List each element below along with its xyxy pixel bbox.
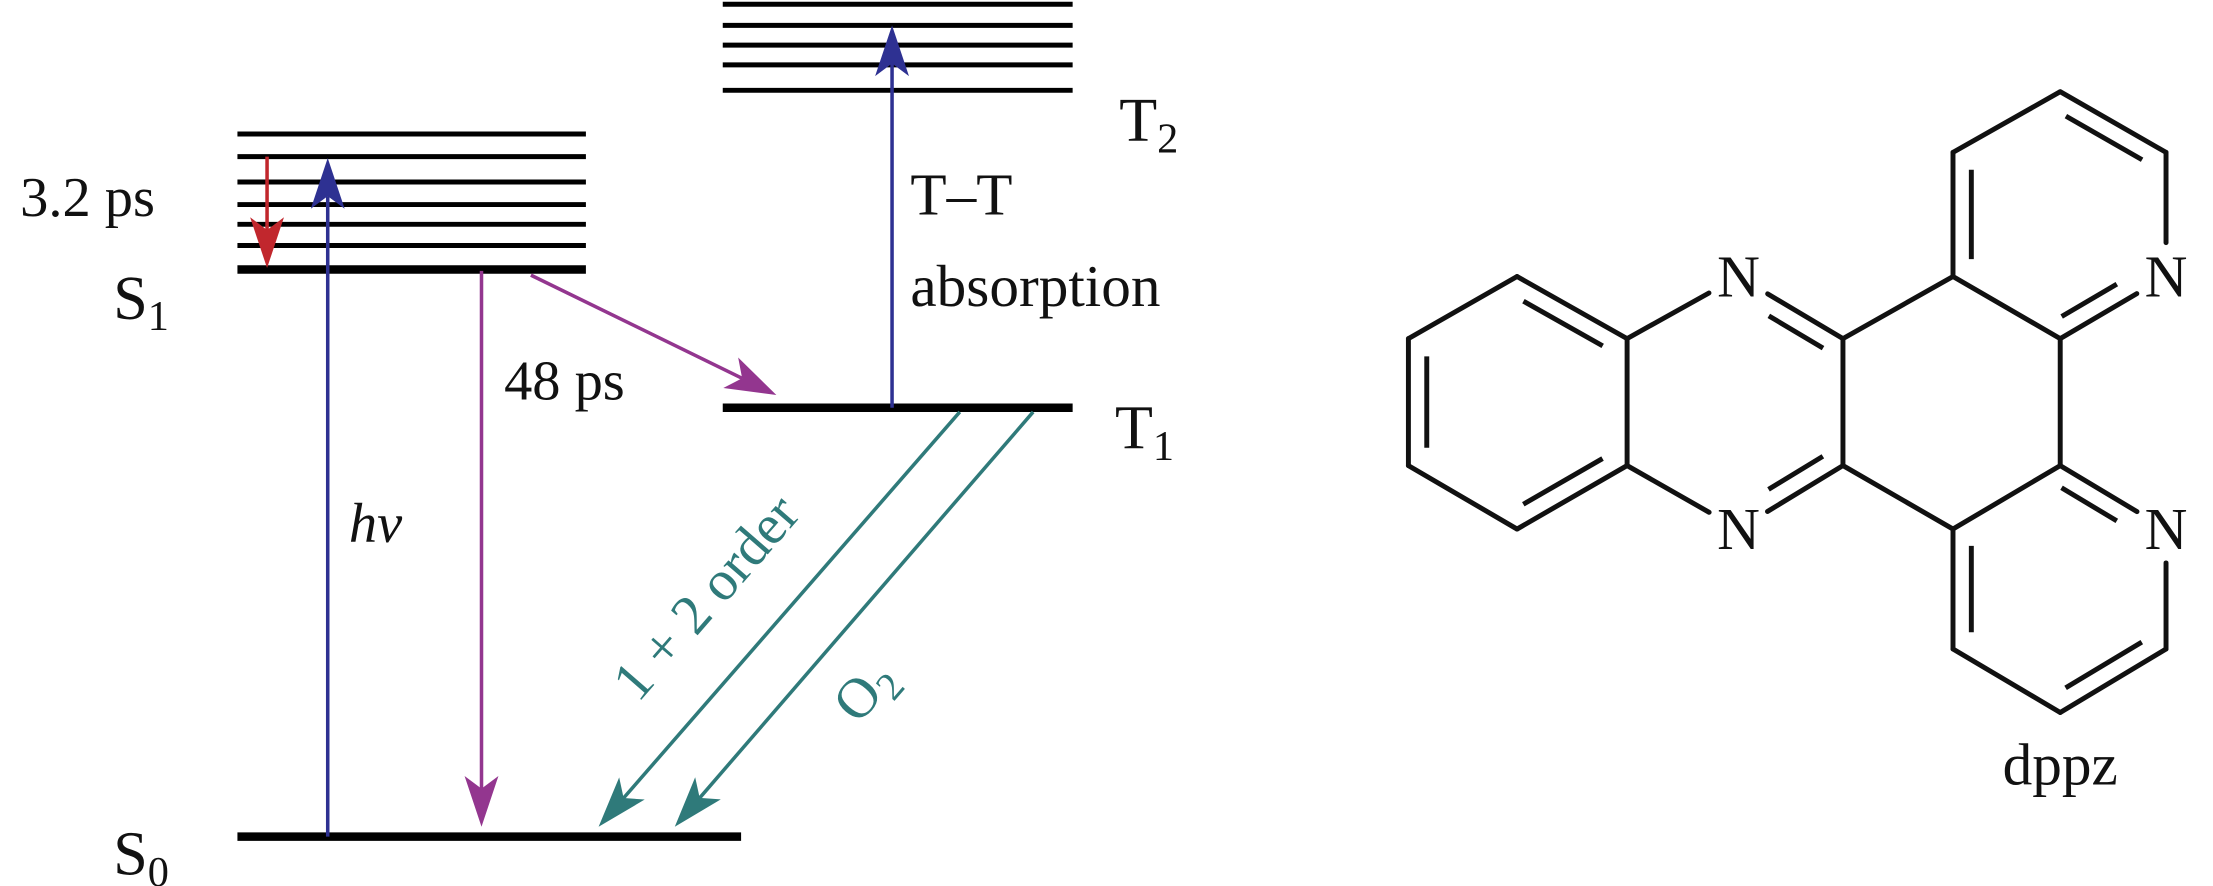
molecule-name: dppz	[2003, 731, 2118, 797]
s1-label: S1	[113, 265, 169, 340]
single-bond	[1840, 274, 1956, 342]
single-bond	[1405, 463, 1520, 532]
hv-label: hv	[349, 493, 403, 555]
single-bond	[1624, 290, 1712, 342]
tt-absorption-line2: absorption	[910, 253, 1160, 319]
single-bond	[2057, 646, 2169, 715]
double-bond-inner-line	[2064, 113, 2144, 162]
arrow-head	[464, 775, 499, 827]
dppz-structure: N N N N	[1405, 89, 2188, 715]
single-bond	[1514, 463, 1630, 532]
arrow-shaft	[698, 410, 1035, 800]
nitrogen-atom-label: N	[1717, 496, 1760, 562]
isc-time: 48 ps	[504, 350, 625, 412]
tt-absorption-arrow	[875, 25, 909, 408]
single-bond	[1950, 89, 2063, 155]
excitation-arrow	[310, 158, 345, 837]
t2-label: T2	[1119, 87, 1178, 162]
single-bond	[1624, 463, 1712, 515]
s0-label: S0	[113, 821, 169, 886]
single-bond	[2057, 291, 2140, 342]
t1-label: T1	[1115, 395, 1174, 470]
arrow-head	[875, 25, 909, 77]
vibrational-relaxation-arrow	[250, 156, 284, 269]
single-bond	[1950, 274, 2063, 342]
transition-arrows	[250, 25, 1035, 837]
single-bond	[1765, 291, 1846, 342]
double-bond-inner-line	[2064, 640, 2144, 690]
decay-order-label: 1 + 2 order	[601, 483, 812, 712]
nitrogen-atom-label: N	[1717, 243, 1760, 309]
single-bond	[1765, 463, 1846, 514]
single-bond	[1840, 463, 1956, 532]
double-bond-inner-line	[1522, 456, 1604, 507]
double-bond-inner-line	[2060, 485, 2119, 524]
single-bond	[2057, 89, 2169, 155]
double-bond-inner-line	[1767, 313, 1825, 351]
oxygen-quench-arrow	[674, 410, 1035, 827]
tt-absorption-line1: T–T	[910, 161, 1012, 227]
single-bond	[1405, 274, 1520, 342]
arrow-head	[310, 158, 345, 209]
double-bond-inner-line	[1522, 299, 1604, 349]
single-bond	[1950, 646, 2063, 715]
vibrational-relaxation-time: 3.2 ps	[20, 167, 155, 229]
oxygen-quench-label: O2	[821, 648, 913, 739]
nitrogen-atom-label: N	[2145, 496, 2188, 562]
triplet-decay-arrow	[598, 410, 962, 827]
arrow-head	[723, 357, 777, 396]
fluorescence-decay-arrow	[464, 270, 499, 827]
single-bond	[1514, 274, 1630, 342]
nitrogen-atom-label: N	[2145, 243, 2188, 309]
double-bond-inner-line	[2060, 281, 2119, 319]
double-bond-inner-line	[1767, 454, 1825, 492]
arrow-head	[598, 777, 645, 827]
single-bond	[2057, 463, 2140, 515]
arrow-head	[250, 217, 284, 269]
intersystem-crossing-arrow	[530, 273, 777, 396]
arrow-shaft	[622, 410, 962, 800]
arrow-shaft	[530, 273, 743, 380]
energy-levels	[237, 1, 1073, 841]
arrow-head	[674, 777, 721, 827]
single-bond	[1950, 463, 2063, 532]
